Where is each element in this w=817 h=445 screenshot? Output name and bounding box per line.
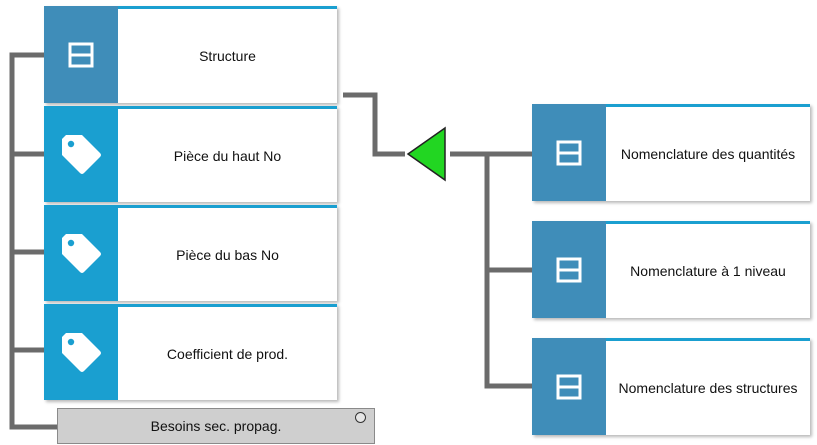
node-piece-bas[interactable]: Pièce du bas No [44,205,337,301]
node-label: Nomenclature des quantités [606,104,810,201]
node-nomenclature-quantites[interactable]: Nomenclature des quantités [532,104,810,201]
node-label: Pièce du bas No [118,205,337,301]
node-coefficient[interactable]: Coefficient de prod. [44,304,337,400]
node-label: Coefficient de prod. [118,304,337,400]
tag-icon [44,106,118,202]
badge-label: Besoins sec. propag. [150,418,282,434]
tag-icon [44,304,118,400]
node-piece-haut[interactable]: Pièce du haut No [44,106,337,202]
node-structure[interactable]: Structure [44,6,337,103]
tag-icon [44,205,118,301]
status-badge[interactable]: Besoins sec. propag. [57,408,375,444]
table-icon [44,6,118,103]
node-nomenclature-structures[interactable]: Nomenclature des structures [532,338,810,435]
circle-icon [355,412,366,423]
node-label: Nomenclature des structures [606,338,810,435]
table-icon [532,338,606,435]
table-icon [532,221,606,318]
green-arrow-icon [406,126,446,182]
right-bracket-line [484,154,532,389]
structure-to-arrow-line [343,92,405,157]
node-label: Nomenclature à 1 niveau [606,221,810,318]
node-label: Structure [118,6,337,103]
table-icon [532,104,606,201]
node-label: Pièce du haut No [118,106,337,202]
left-bracket-line [9,52,57,430]
node-nomenclature-1-niveau[interactable]: Nomenclature à 1 niveau [532,221,810,318]
